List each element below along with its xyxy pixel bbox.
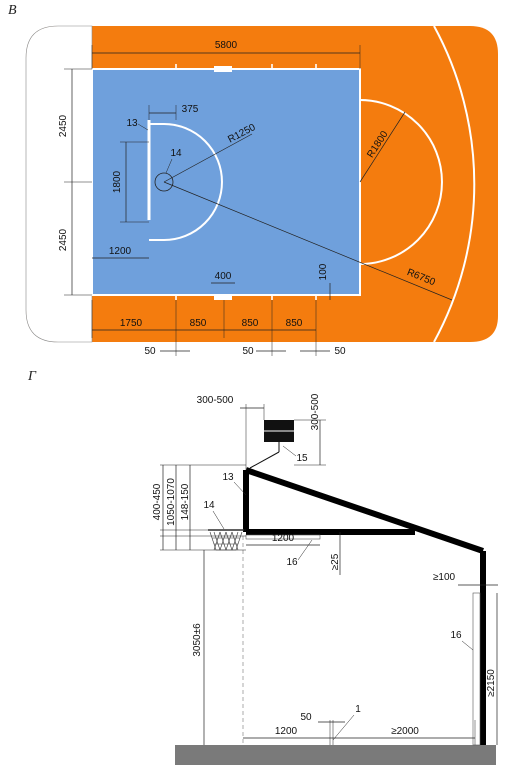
dim-bottom-seg-2: 850 — [190, 318, 207, 329]
panel-label-bottom: Г — [28, 369, 36, 384]
dim-pad-height: ≥2150 — [486, 669, 497, 697]
dim-board-range: 148-150 — [180, 483, 191, 520]
court-plan-diagram: 5800 2450 2450 1800 1200 375 13 14 R1250… — [25, 25, 498, 357]
dim-gap-3: 50 — [334, 346, 346, 357]
dim-bottom-seg-4: 850 — [286, 318, 303, 329]
shot-clock-box — [264, 420, 294, 442]
dim-rim-height: 3050±6 — [192, 623, 203, 657]
dim-half-upper: 2450 — [58, 114, 69, 137]
dim-base-to-post: ≥2000 — [391, 726, 419, 737]
dim-post-gap: 50 — [300, 712, 312, 723]
callout-line: 1 — [355, 704, 361, 715]
support-frame — [243, 467, 486, 745]
basket-ring — [154, 172, 174, 192]
dim-bottom-seg-3: 850 — [242, 318, 259, 329]
dim-top-range: 400-450 — [152, 483, 163, 520]
dim-board-offset: 375 — [182, 104, 199, 115]
callout-basket-plan: 14 — [170, 148, 182, 159]
dim-beam-length: 1200 — [272, 533, 295, 544]
callout-padding-beam: 16 — [286, 557, 298, 568]
dim-bottom-seg-1: 1750 — [120, 318, 143, 329]
runoff-strip — [25, 25, 93, 343]
dim-board-to-end: 1200 — [109, 246, 132, 257]
center-circle-arc — [359, 99, 443, 265]
dim-clock-offset: 300-500 — [197, 395, 234, 406]
dim-width-total: 5800 — [215, 40, 238, 51]
post-padding — [472, 592, 481, 746]
top-ticks — [175, 64, 317, 70]
dim-base-distance: 1200 — [275, 726, 298, 737]
dim-gap-1: 50 — [144, 346, 156, 357]
key-arc — [149, 123, 223, 241]
three-point-arc — [433, 25, 476, 343]
callout-basket-side: 14 — [203, 500, 215, 511]
dim-gap-2: 50 — [242, 346, 254, 357]
callout-padding-post: 16 — [450, 630, 462, 641]
dim-half-lower: 2450 — [58, 228, 69, 251]
bottom-ticks — [175, 294, 317, 300]
dim-marker-depth: 100 — [318, 263, 329, 280]
dim-marker-width: 400 — [215, 271, 232, 282]
ground-slab — [175, 745, 496, 765]
callout-backboard-side: 13 — [222, 472, 234, 483]
callout-backboard-plan: 13 — [126, 118, 138, 129]
top-marker — [214, 66, 232, 72]
dim-mid-range: 1050-1070 — [166, 478, 177, 526]
bottom-marker — [214, 294, 232, 300]
panel-label-top: В — [8, 3, 17, 18]
callout-shot-clock: 15 — [296, 453, 308, 464]
dim-key-width: 1800 — [112, 170, 123, 193]
dim-pad-offset: ≥100 — [433, 572, 456, 583]
dim-padding-gap: ≥25 — [330, 553, 341, 570]
basket-net — [208, 529, 244, 551]
beam-padding — [245, 534, 321, 540]
court-surface — [92, 69, 360, 295]
dim-clock-height: 300-500 — [310, 393, 321, 430]
